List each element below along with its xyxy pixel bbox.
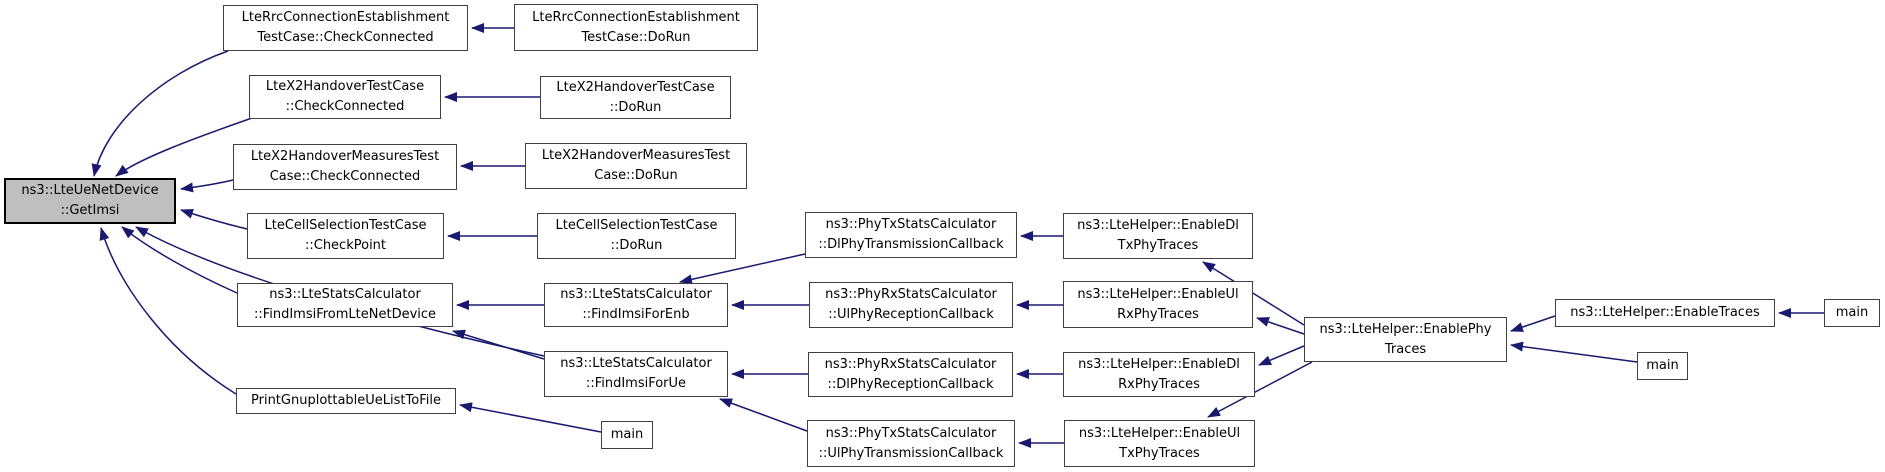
node-enable-phy-traces[interactable]: ns3::LteHelper::EnablePhy Traces: [1304, 317, 1507, 362]
node-find-imsi-from-lte-net-device[interactable]: ns3::LteStatsCalculator ::FindImsiFromLt…: [237, 283, 453, 327]
edge: [121, 226, 238, 294]
edge: [180, 179, 234, 193]
node-cell-selection-dorun[interactable]: LteCellSelectionTestCase ::DoRun: [537, 213, 736, 259]
node-main-right[interactable]: main: [1824, 299, 1880, 327]
node-label-line: ::GetImsi: [60, 203, 120, 218]
node-label-line: ::DoRun: [609, 99, 662, 115]
edge: [1202, 261, 1305, 326]
node-label-line: LteX2HandoverTestCase: [265, 79, 425, 94]
node-label-line: LteRrcConnectionEstablishment: [532, 9, 740, 25]
node-main-mid[interactable]: main: [1637, 352, 1688, 380]
edge: [1256, 317, 1305, 335]
node-label-line: ns3::LteHelper::EnableTraces: [1570, 305, 1760, 320]
edge: [115, 117, 253, 177]
node-label-line: ::FindImsiFromLteNetDevice: [253, 307, 437, 322]
node-label-line: LteX2HandoverMeasuresTest: [250, 149, 440, 164]
node-label-line: TxPhyTraces: [1119, 445, 1200, 461]
node-label-line: main: [1646, 358, 1679, 373]
node-label-line: ns3::LteStatsCalculator: [560, 356, 712, 371]
node-label-line: ::UlPhyTransmissionCallback: [818, 445, 1004, 461]
edge: [99, 227, 237, 395]
edge: [1258, 345, 1305, 366]
node-x2-check-connected[interactable]: LteX2HandoverTestCase ::CheckConnected: [249, 75, 441, 119]
node-find-imsi-for-enb[interactable]: ns3::LteStatsCalculator ::FindImsiForEnb: [544, 283, 728, 327]
node-label-line: ns3::PhyTxStatsCalculator: [825, 217, 997, 232]
node-ul-phy-reception-callback[interactable]: ns3::PhyRxStatsCalculator ::UlPhyRecepti…: [809, 282, 1013, 328]
node-label-line: ns3::LteHelper::EnableDl: [1078, 356, 1240, 372]
node-label-line: LteX2HandoverMeasuresTest: [541, 148, 731, 163]
node-label-line: main: [1835, 305, 1869, 320]
node-label-line: main: [610, 427, 644, 442]
node-label-line: LteCellSelectionTestCase: [555, 218, 718, 233]
node-label-line: ::FindImsiForUe: [585, 376, 687, 391]
node-label-line: LteCellSelectionTestCase: [264, 218, 427, 233]
node-label-line: ns3::LteStatsCalculator: [560, 287, 712, 302]
edge: [1510, 341, 1638, 363]
node-label-line: Case::CheckConnected: [269, 169, 421, 184]
edge: [452, 329, 545, 360]
node-enable-dl-tx-phy-traces[interactable]: ns3::LteHelper::EnableDl TxPhyTraces: [1063, 213, 1253, 259]
edge: [180, 209, 248, 230]
node-label-line: ns3::LteHelper::EnableUl: [1077, 286, 1239, 302]
node-rrc-dorun[interactable]: LteRrcConnectionEstablishment TestCase::…: [514, 4, 758, 51]
node-label-line: ns3::PhyRxStatsCalculator: [825, 287, 997, 302]
node-label-line: Traces: [1384, 341, 1427, 357]
node-enable-ul-rx-phy-traces[interactable]: ns3::LteHelper::EnableUl RxPhyTraces: [1063, 281, 1253, 328]
node-cell-selection-check-point[interactable]: LteCellSelectionTestCase ::CheckPoint: [247, 213, 444, 259]
node-ul-phy-transmission-callback[interactable]: ns3::PhyTxStatsCalculator ::UlPhyTransmi…: [807, 420, 1015, 467]
node-label-line: RxPhyTraces: [1117, 306, 1199, 322]
node-main-bottom[interactable]: main: [601, 421, 653, 449]
node-label-line: TestCase::CheckConnected: [257, 30, 434, 45]
node-print-gnuplottable-ue-list[interactable]: PrintGnuplottableUeListToFile: [236, 388, 456, 414]
node-find-imsi-for-ue[interactable]: ns3::LteStatsCalculator ::FindImsiForUe: [544, 351, 728, 397]
node-label-line: ns3::PhyTxStatsCalculator: [825, 425, 997, 441]
edge: [679, 253, 806, 285]
node-label-line: TestCase::DoRun: [581, 29, 691, 45]
node-label-line: LteRrcConnectionEstablishment: [241, 10, 450, 25]
node-label-line: ::DlPhyReceptionCallback: [827, 376, 994, 392]
edge: [1510, 315, 1556, 332]
edge: [459, 402, 602, 433]
node-x2-dorun[interactable]: LteX2HandoverTestCase ::DoRun: [540, 76, 731, 119]
node-label-line: ::FindImsiForEnb: [582, 307, 690, 322]
node-label-line: ns3::PhyRxStatsCalculator: [824, 356, 997, 372]
node-label-line: ns3::LteHelper::EnableDl: [1077, 218, 1239, 233]
node-label-line: ::CheckConnected: [285, 99, 405, 114]
node-label-line: Case::DoRun: [594, 168, 678, 183]
node-dl-phy-reception-callback[interactable]: ns3::PhyRxStatsCalculator ::DlPhyRecepti…: [808, 352, 1013, 397]
node-label-line: RxPhyTraces: [1118, 376, 1200, 392]
node-label-line: ::DlPhyTransmissionCallback: [818, 237, 1004, 252]
edge: [91, 50, 229, 177]
node-dl-phy-transmission-callback[interactable]: ns3::PhyTxStatsCalculator ::DlPhyTransmi…: [805, 212, 1017, 258]
edge: [1207, 361, 1313, 418]
node-enable-dl-rx-phy-traces[interactable]: ns3::LteHelper::EnableDl RxPhyTraces: [1063, 352, 1255, 397]
node-label-line: ns3::LteUeNetDevice: [21, 183, 159, 198]
node-label-line: ns3::LteHelper::EnablePhy: [1319, 321, 1492, 337]
node-x2-measures-dorun[interactable]: LteX2HandoverMeasuresTest Case::DoRun: [525, 143, 747, 189]
node-label-line: ns3::LteStatsCalculator: [269, 287, 421, 302]
node-label-line: ::UlPhyReceptionCallback: [828, 307, 994, 322]
edge: [719, 398, 808, 432]
node-label-line: ns3::LteHelper::EnableUl: [1078, 425, 1241, 441]
node-enable-ul-tx-phy-traces[interactable]: ns3::LteHelper::EnableUl TxPhyTraces: [1064, 420, 1255, 467]
node-label-line: PrintGnuplottableUeListToFile: [251, 393, 441, 408]
node-label-line: ::DoRun: [610, 238, 663, 253]
node-rrc-check-connected[interactable]: LteRrcConnectionEstablishment TestCase::…: [223, 5, 468, 51]
node-label-line: LteX2HandoverTestCase: [556, 79, 715, 95]
node-get-imsi: ns3::LteUeNetDevice ::GetImsi: [4, 178, 176, 224]
node-x2-measures-check-connected[interactable]: LteX2HandoverMeasuresTest Case::CheckCon…: [233, 144, 457, 190]
node-enable-traces[interactable]: ns3::LteHelper::EnableTraces: [1555, 299, 1775, 327]
node-label-line: TxPhyTraces: [1117, 238, 1199, 253]
node-label-line: ::CheckPoint: [304, 238, 387, 253]
